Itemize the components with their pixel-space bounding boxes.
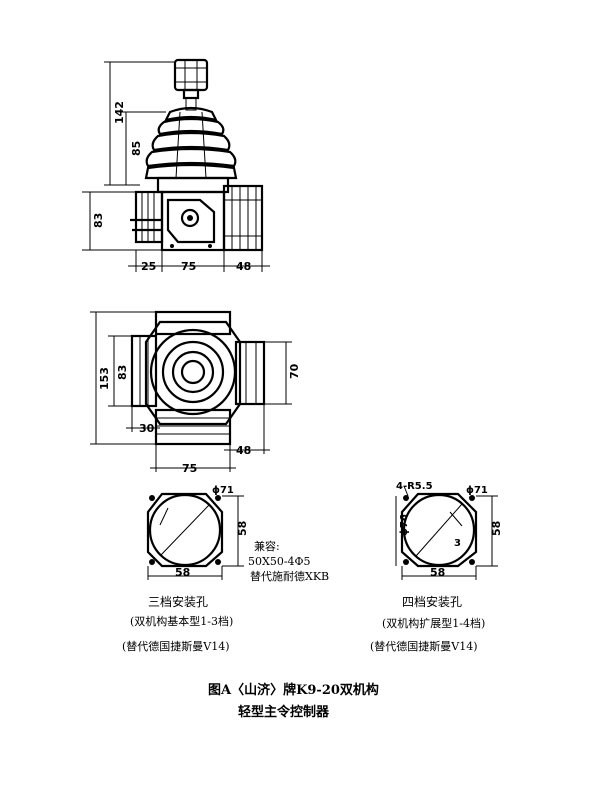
hole3-diameter: ϕ71 bbox=[212, 485, 234, 496]
dim-153: 153 bbox=[98, 367, 111, 390]
front-view: 142 85 83 25 75 48 bbox=[82, 58, 270, 273]
hole3-title: 三档安装孔 bbox=[148, 594, 208, 609]
hole3-replace: (替代德国捷斯曼V14) bbox=[122, 639, 230, 653]
rubber-boot bbox=[144, 106, 238, 180]
dim-142: 142 bbox=[113, 101, 126, 124]
hole4-title: 四档安装孔 bbox=[402, 594, 462, 609]
hole4-replace: (替代德国捷斯曼V14) bbox=[370, 639, 478, 653]
hole3-height: 58 bbox=[236, 521, 249, 536]
hole4-width: 58 bbox=[430, 566, 445, 579]
front-dimensions bbox=[82, 61, 270, 272]
hole4-small-label: 3 bbox=[454, 538, 461, 549]
figure-caption-line1: 图A〈山济〉牌K9-20双机构 bbox=[208, 682, 379, 698]
dim-85: 85 bbox=[130, 141, 143, 156]
hole3-note-line1: 50X50-4Φ5 bbox=[248, 555, 311, 568]
handle-knob bbox=[173, 58, 209, 111]
dim-48-top: 48 bbox=[236, 444, 251, 457]
hole4-subtitle: (双机构扩展型1-4档) bbox=[382, 616, 485, 630]
dim-30: 30 bbox=[139, 422, 155, 435]
hole4-corner-radius: 4-R5.5 bbox=[396, 481, 433, 492]
dim-83-front: 83 bbox=[92, 213, 105, 228]
hole4-height: 58 bbox=[490, 521, 503, 536]
hole4-inner-diameter: ϕ76 bbox=[399, 514, 410, 536]
hole3-note-title: 兼容: bbox=[254, 539, 280, 553]
dim-25: 25 bbox=[141, 260, 156, 273]
dim-75-front: 75 bbox=[181, 260, 196, 273]
dim-48-front: 48 bbox=[236, 260, 251, 273]
top-body bbox=[130, 310, 266, 446]
dim-83-top: 83 bbox=[116, 365, 129, 380]
hole3-width: 58 bbox=[175, 566, 190, 579]
figure-caption-line2: 轻型主令控制器 bbox=[238, 704, 330, 720]
hole-pattern-4 bbox=[395, 485, 498, 580]
dim-75-top: 75 bbox=[182, 462, 197, 475]
top-view: 153 83 70 30 48 75 bbox=[90, 310, 301, 475]
hole4-diameter: ϕ71 bbox=[466, 485, 488, 496]
dim-70: 70 bbox=[288, 363, 301, 379]
top-dimensions bbox=[90, 311, 292, 472]
hole-pattern-3 bbox=[146, 492, 244, 580]
hole3-subtitle: (双机构基本型1-3档) bbox=[130, 614, 233, 628]
switch-body bbox=[130, 176, 264, 252]
hole3-note-line2: 替代施耐德XKB bbox=[250, 569, 329, 583]
